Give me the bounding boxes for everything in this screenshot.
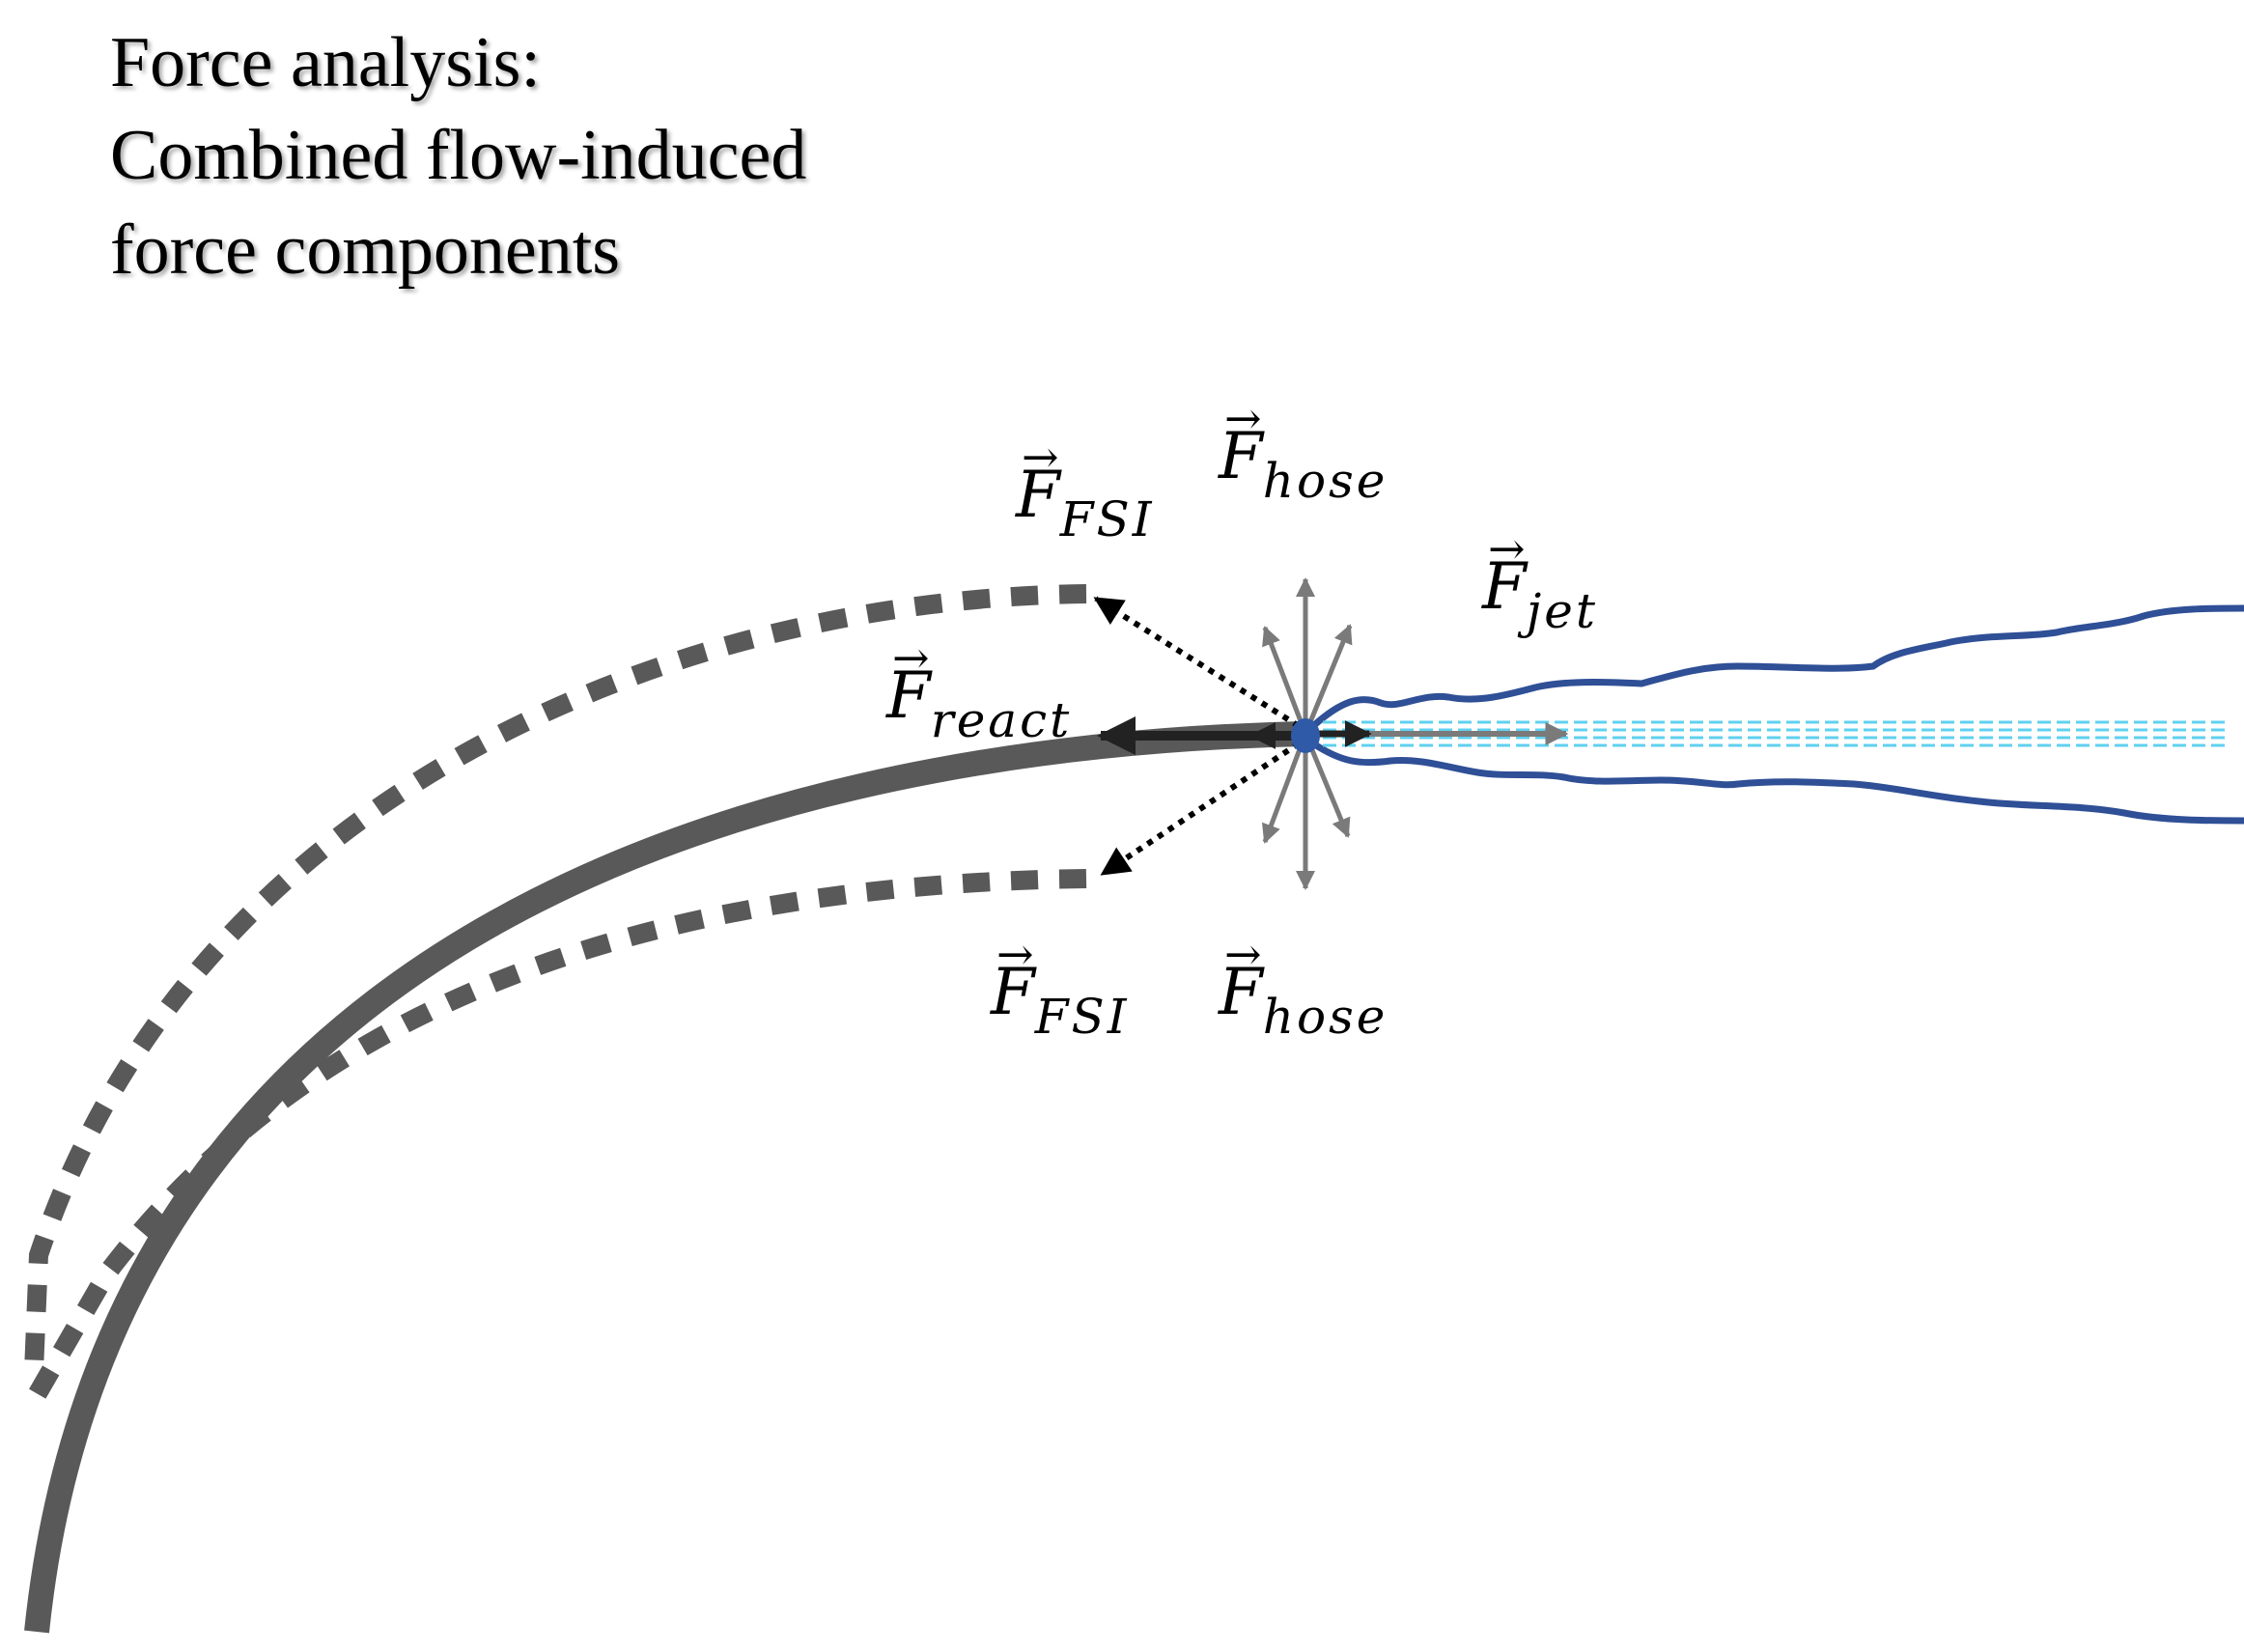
hose-centerline xyxy=(24,721,1304,1634)
title-line-2: Combined flow-induced xyxy=(110,116,807,195)
fsi-force-arrow-upper xyxy=(1093,596,1301,729)
label-fsi-top: →FFSI xyxy=(1016,431,1155,547)
label-jet: →Fjet xyxy=(1482,522,1598,639)
title-line-3: force components xyxy=(110,210,621,290)
nozzle xyxy=(1291,718,1320,753)
hose-deflected-upper xyxy=(24,584,1087,1372)
jet-outline-lower xyxy=(1311,741,2244,825)
fsi-force-arrow-lower xyxy=(1100,741,1301,877)
jet-outline-upper xyxy=(1310,604,2244,729)
label-fsi-bottom: →FFSI xyxy=(991,928,1130,1045)
jet-core xyxy=(1323,720,2230,747)
hose-deflected-lower xyxy=(25,869,1087,1405)
title-line-1: Force analysis: xyxy=(110,23,541,102)
label-hose-bottom: →Fhose xyxy=(1219,928,1388,1045)
label-hose-top: →Fhose xyxy=(1219,392,1388,509)
label-react: →Freact xyxy=(886,631,1073,748)
